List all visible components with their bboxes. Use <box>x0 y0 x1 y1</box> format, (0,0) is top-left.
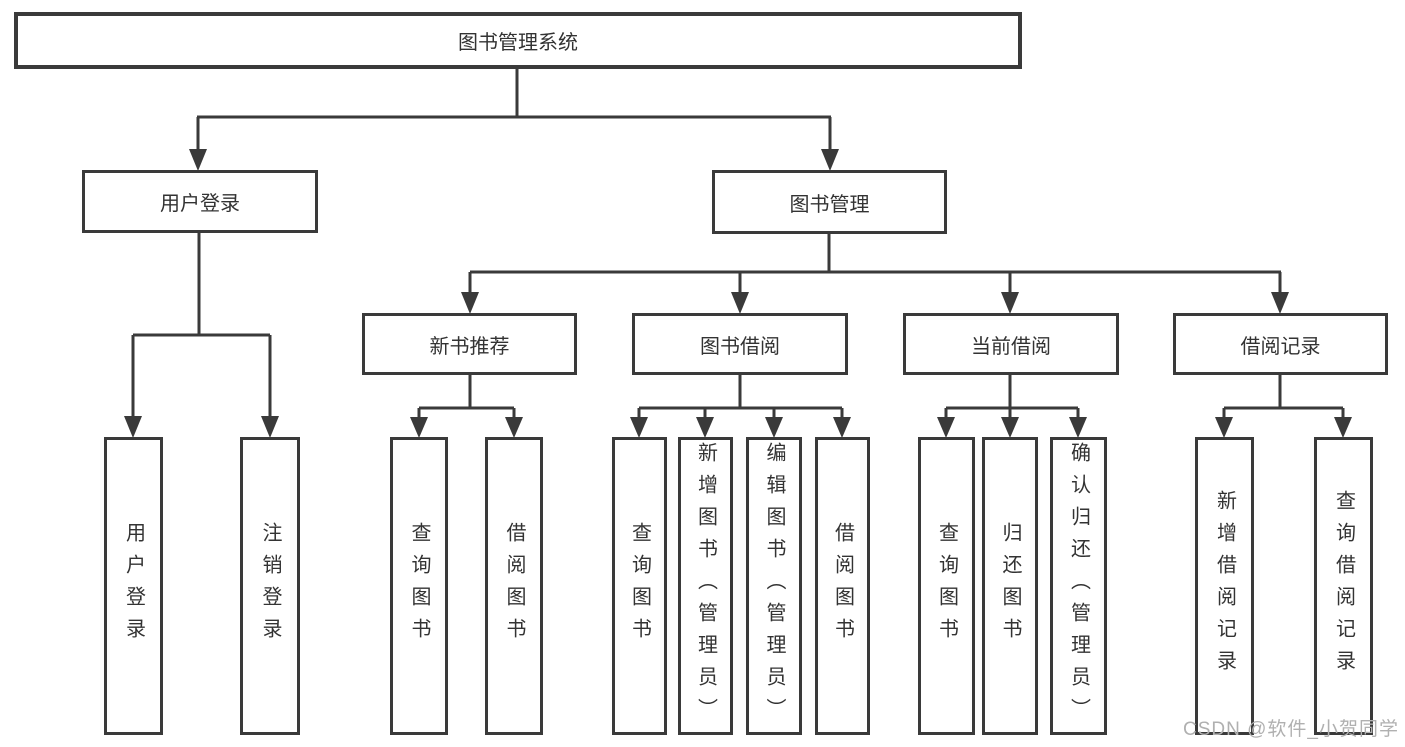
node-borrow-records: 借阅记录 <box>1173 313 1388 375</box>
node-current-borrow-label: 当前借阅 <box>971 335 1051 358</box>
leaf-borrow-query: 查询图书 <box>612 437 667 735</box>
node-user-login: 用户登录 <box>82 170 318 233</box>
node-book-borrow-label: 图书借阅 <box>700 335 780 358</box>
leaf-borrow-query-label: 查询图书 <box>628 522 651 650</box>
leaf-current-query-label: 查询图书 <box>935 522 958 650</box>
leaf-current-return: 归还图书 <box>982 437 1038 735</box>
watermark-text: CSDN @软件_小贺同学 <box>1183 719 1399 740</box>
node-borrow-records-label: 借阅记录 <box>1240 335 1321 358</box>
node-current-borrow: 当前借阅 <box>903 313 1119 375</box>
leaf-logout-label: 注销登录 <box>259 522 281 650</box>
leaf-records-add: 新增借阅记录 <box>1195 437 1254 735</box>
node-root: 图书管理系统 <box>14 12 1022 69</box>
leaf-current-confirm-label: 确认归还（管理员） <box>1067 442 1090 730</box>
leaf-newbooks-borrow: 借阅图书 <box>485 437 543 735</box>
node-book-borrow: 图书借阅 <box>632 313 848 375</box>
node-book-mgmt: 图书管理 <box>712 170 947 234</box>
leaf-user-login-label: 用户登录 <box>122 522 145 650</box>
leaf-borrow-edit: 编辑图书（管理员） <box>746 437 802 735</box>
leaf-user-login: 用户登录 <box>104 437 163 735</box>
leaf-newbooks-borrow-label: 借阅图书 <box>503 522 525 650</box>
node-user-login-label: 用户登录 <box>160 193 240 215</box>
leaf-newbooks-query-label: 查询图书 <box>408 522 430 650</box>
leaf-current-confirm: 确认归还（管理员） <box>1050 437 1107 735</box>
leaf-records-add-label: 新增借阅记录 <box>1213 490 1236 682</box>
leaf-borrow-borrow-label: 借阅图书 <box>831 522 854 650</box>
node-new-books-label: 新书推荐 <box>429 335 510 358</box>
leaf-records-query: 查询借阅记录 <box>1314 437 1373 735</box>
leaf-current-query: 查询图书 <box>918 437 975 735</box>
leaf-current-return-label: 归还图书 <box>999 522 1021 650</box>
leaf-newbooks-query: 查询图书 <box>390 437 448 735</box>
leaf-borrow-borrow: 借阅图书 <box>815 437 870 735</box>
leaf-borrow-add-label: 新增图书（管理员） <box>694 442 717 730</box>
leaf-records-query-label: 查询借阅记录 <box>1332 490 1355 682</box>
node-new-books: 新书推荐 <box>362 313 577 375</box>
node-root-label: 图书管理系统 <box>458 32 578 54</box>
node-book-mgmt-label: 图书管理 <box>789 193 870 216</box>
leaf-borrow-add: 新增图书（管理员） <box>678 437 733 735</box>
leaf-logout: 注销登录 <box>240 437 300 735</box>
leaf-borrow-edit-label: 编辑图书（管理员） <box>763 442 785 730</box>
